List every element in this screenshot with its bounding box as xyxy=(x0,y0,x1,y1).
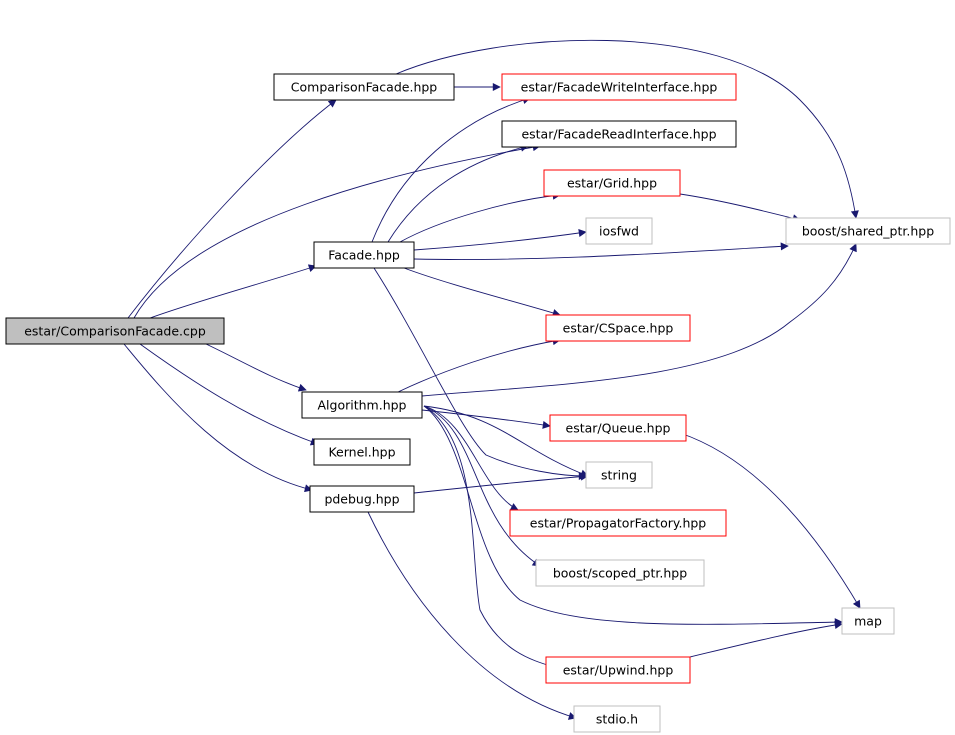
edge-pdebug-to-stdio xyxy=(367,511,577,720)
node-algorithm[interactable]: Algorithm.hpp xyxy=(301,391,423,419)
node-box xyxy=(313,438,411,466)
node-box xyxy=(549,414,687,442)
edge-algorithm-to-propfactory xyxy=(423,405,519,511)
node-box xyxy=(573,705,661,733)
node-box xyxy=(309,485,415,513)
node-label: string xyxy=(601,468,637,483)
node-box xyxy=(301,391,423,419)
node-stdio: stdio.h xyxy=(573,705,661,733)
node-box xyxy=(509,509,727,537)
node-scopedptr: boost/scoped_ptr.hpp xyxy=(535,559,705,587)
node-sharedptr: boost/shared_ptr.hpp xyxy=(785,217,951,245)
edge-facade-to-cspace xyxy=(403,267,561,317)
node-box xyxy=(585,461,653,489)
node-cspace[interactable]: estar/CSpace.hpp xyxy=(545,314,691,342)
node-box xyxy=(5,317,225,345)
node-iosfwd: iosfwd xyxy=(585,217,653,245)
node-facadewrite[interactable]: estar/FacadeWriteInterface.hpp xyxy=(501,73,737,101)
node-label: estar/ComparisonFacade.cpp xyxy=(24,324,206,339)
node-box xyxy=(841,607,895,635)
edge-algorithm-to-queue xyxy=(421,409,551,429)
edge-facade-to-string xyxy=(373,267,587,480)
node-box xyxy=(585,217,653,245)
edge-root-to-comparisonfacade xyxy=(127,99,337,319)
edge-queue-to-map xyxy=(679,432,861,609)
edge-root-to-algorithm xyxy=(205,343,307,392)
node-label: iosfwd xyxy=(599,224,639,239)
edge-algorithm-to-scopedptr xyxy=(423,405,541,567)
node-label: estar/PropagatorFactory.hpp xyxy=(530,516,707,531)
node-label: pdebug.hpp xyxy=(324,492,399,507)
edge-grid-to-sharedptr xyxy=(679,193,801,223)
node-string: string xyxy=(585,461,653,489)
edge-root-to-facade xyxy=(149,264,317,319)
edge-facade-to-facaderead xyxy=(387,143,529,243)
edge-facade-to-iosfwd xyxy=(413,229,587,251)
node-label: map xyxy=(854,614,882,629)
node-box xyxy=(785,217,951,245)
node-box xyxy=(545,656,691,684)
edge-algorithm-to-sharedptr xyxy=(421,243,857,397)
node-upwind[interactable]: estar/Upwind.hpp xyxy=(545,656,691,684)
nodes: estar/ComparisonFacade.cpp ComparisonFaca… xyxy=(5,73,951,733)
node-pdebug[interactable]: pdebug.hpp xyxy=(309,485,415,513)
node-box xyxy=(273,73,455,101)
node-label: ComparisonFacade.hpp xyxy=(291,80,438,95)
edge-comparisonfacade-to-sharedptr xyxy=(395,39,859,219)
edge-root-to-kernel xyxy=(139,343,319,446)
node-label: estar/FacadeReadInterface.hpp xyxy=(521,127,716,142)
node-box xyxy=(313,241,415,269)
node-box xyxy=(501,73,737,101)
node-label: estar/Grid.hpp xyxy=(567,176,657,191)
node-box xyxy=(545,314,691,342)
edge-facade-to-sharedptr xyxy=(413,242,789,260)
edge-facade-to-grid xyxy=(399,191,561,243)
edge-upwind-to-map xyxy=(689,621,843,658)
node-label: Algorithm.hpp xyxy=(318,398,407,413)
edges xyxy=(123,39,861,720)
node-facaderead[interactable]: estar/FacadeReadInterface.hpp xyxy=(501,120,737,148)
node-queue[interactable]: estar/Queue.hpp xyxy=(549,414,687,442)
node-box xyxy=(501,120,737,148)
edge-algorithm-to-map xyxy=(423,405,843,627)
edge-algorithm-to-string xyxy=(423,405,589,478)
node-label: boost/scoped_ptr.hpp xyxy=(553,566,687,581)
edge-algorithm-to-upwind xyxy=(423,405,555,669)
node-box xyxy=(543,169,681,197)
node-label: estar/FacadeWriteInterface.hpp xyxy=(521,80,718,95)
node-label: stdio.h xyxy=(596,712,638,727)
node-comparisonfacade[interactable]: ComparisonFacade.hpp xyxy=(273,73,455,101)
node-facade[interactable]: Facade.hpp xyxy=(313,241,415,269)
node-label: estar/Upwind.hpp xyxy=(563,663,674,678)
node-kernel[interactable]: Kernel.hpp xyxy=(313,438,411,466)
edge-root-to-pdebug xyxy=(123,343,313,493)
edge-pdebug-to-string xyxy=(413,472,589,494)
node-label: estar/Queue.hpp xyxy=(566,421,671,436)
node-root[interactable]: estar/ComparisonFacade.cpp xyxy=(5,317,225,345)
edge-root-to-facaderead xyxy=(133,143,541,319)
edge-facade-to-facadewrite xyxy=(371,96,531,243)
edge-algorithm-to-cspace xyxy=(397,337,561,393)
node-propfactory[interactable]: estar/PropagatorFactory.hpp xyxy=(509,509,727,537)
node-label: boost/shared_ptr.hpp xyxy=(802,224,934,239)
node-box xyxy=(535,559,705,587)
node-map: map xyxy=(841,607,895,635)
node-label: Facade.hpp xyxy=(328,248,400,263)
node-grid[interactable]: estar/Grid.hpp xyxy=(543,169,681,197)
node-label: Kernel.hpp xyxy=(328,445,395,460)
node-label: estar/CSpace.hpp xyxy=(563,321,674,336)
